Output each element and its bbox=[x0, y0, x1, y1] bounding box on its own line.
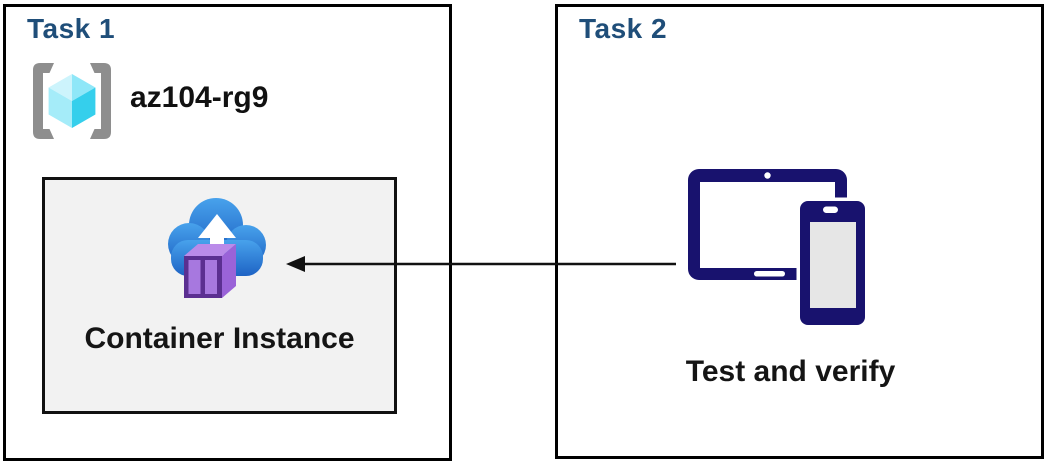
task1-box: Task 1 az104-rg9 bbox=[3, 4, 452, 461]
test-verify-label: Test and verify bbox=[685, 355, 896, 388]
resource-group-icon bbox=[33, 63, 111, 139]
phone-shape bbox=[796, 197, 867, 327]
task2-box: Task 2 Test and verify bbox=[555, 4, 1044, 459]
resource-group-name: az104-rg9 bbox=[130, 81, 269, 114]
container-instance-box: Container Instance bbox=[42, 177, 397, 414]
container-instances-icon bbox=[168, 198, 266, 298]
container-box bbox=[184, 244, 236, 298]
task1-title: Task 1 bbox=[27, 13, 116, 44]
tablet-phone-devices-icon bbox=[688, 169, 867, 327]
container-instance-label: Container Instance bbox=[84, 322, 355, 355]
task2-title: Task 2 bbox=[579, 13, 668, 44]
